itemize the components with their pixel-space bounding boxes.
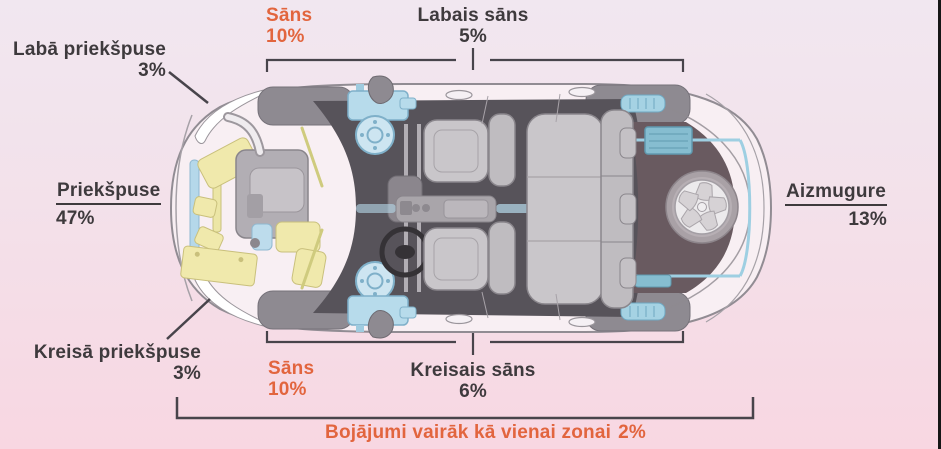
tunnel-line	[356, 204, 396, 213]
leader-laba-priekspuse	[168, 71, 209, 104]
zone-name: Aizmugure	[785, 181, 887, 206]
door-handle	[445, 89, 473, 101]
zone-value: 6%	[459, 381, 487, 402]
center-console	[395, 195, 497, 223]
wiper-streak-top	[300, 126, 324, 188]
zone-value: 13%	[848, 209, 887, 230]
door-handle	[445, 313, 473, 325]
zone-value: 3%	[173, 363, 201, 384]
zone-value: 5%	[459, 26, 487, 47]
engine-bay	[180, 112, 327, 288]
label-kreisa-priekspuse: Kreisā priekšpuse 3%	[0, 342, 201, 384]
engine-cover	[249, 167, 305, 213]
side-mirror-left	[367, 310, 394, 339]
zone-value: 47%	[56, 208, 95, 229]
zone-value: 10%	[266, 26, 305, 47]
door-seams	[481, 93, 561, 321]
zone-value: 10%	[268, 379, 307, 400]
rear-bumper-line	[705, 93, 765, 323]
battery	[180, 245, 258, 287]
label-kreisais-sans: Kreisais sāns 6%	[373, 360, 573, 402]
zone-value: 2%	[618, 422, 646, 443]
front-seat-driver	[423, 221, 516, 295]
reservoir	[192, 196, 218, 218]
spare-tire	[665, 170, 739, 244]
fuse-box	[275, 221, 321, 253]
bracket-multi-zone	[175, 397, 755, 420]
interior	[356, 109, 637, 309]
door-handle	[568, 316, 596, 328]
engine-sub	[247, 194, 263, 218]
annotation-lines	[166, 48, 755, 420]
label-multi-zone: Bojājumi vairāk kā vienai zonai 2%	[15, 422, 941, 443]
car-illustration	[169, 75, 773, 339]
intake-hose-core	[225, 114, 263, 155]
small-yellow-part	[194, 226, 224, 252]
label-labais-sans: Labais sāns 5%	[373, 5, 573, 47]
zone-name: Priekšpuse	[56, 180, 162, 205]
rear-bench-seat	[526, 109, 637, 309]
zone-name: Labā priekšpuse	[13, 39, 166, 60]
front-seat-passenger	[423, 113, 516, 187]
zone-name: Sāns	[268, 358, 315, 379]
label-aizmugure: Aizmugure 13%	[756, 181, 887, 230]
label-laba-priekspuse: Labā priekšpuse 3%	[0, 39, 166, 81]
rear-blue-part	[634, 274, 672, 288]
muffler-top	[620, 94, 666, 113]
zone-name: Kreisais sāns	[410, 360, 536, 381]
label-priekspuse: Priekšpuse 47%	[56, 180, 162, 229]
side-mirror-right	[367, 75, 394, 104]
zone-name: Labais sāns	[417, 5, 529, 26]
zone-name: Kreisā priekšpuse	[33, 342, 201, 363]
gray-cap	[250, 238, 260, 248]
zone-value: 3%	[138, 60, 166, 81]
door-handle	[568, 86, 596, 98]
zone-name: Bojājumi vairāk kā vienai zonai	[325, 422, 612, 443]
bracket-right-side	[265, 58, 685, 72]
bracket-left-side	[265, 331, 685, 344]
screen-edge-bar	[938, 0, 941, 449]
leader-kreisa-priekspuse	[166, 298, 211, 340]
zone-name: Sāns	[266, 5, 313, 26]
label-sans-top: Sāns 10%	[266, 5, 312, 47]
wiper-streak-bottom	[300, 228, 324, 290]
label-sans-bottom: Sāns 10%	[268, 358, 314, 400]
